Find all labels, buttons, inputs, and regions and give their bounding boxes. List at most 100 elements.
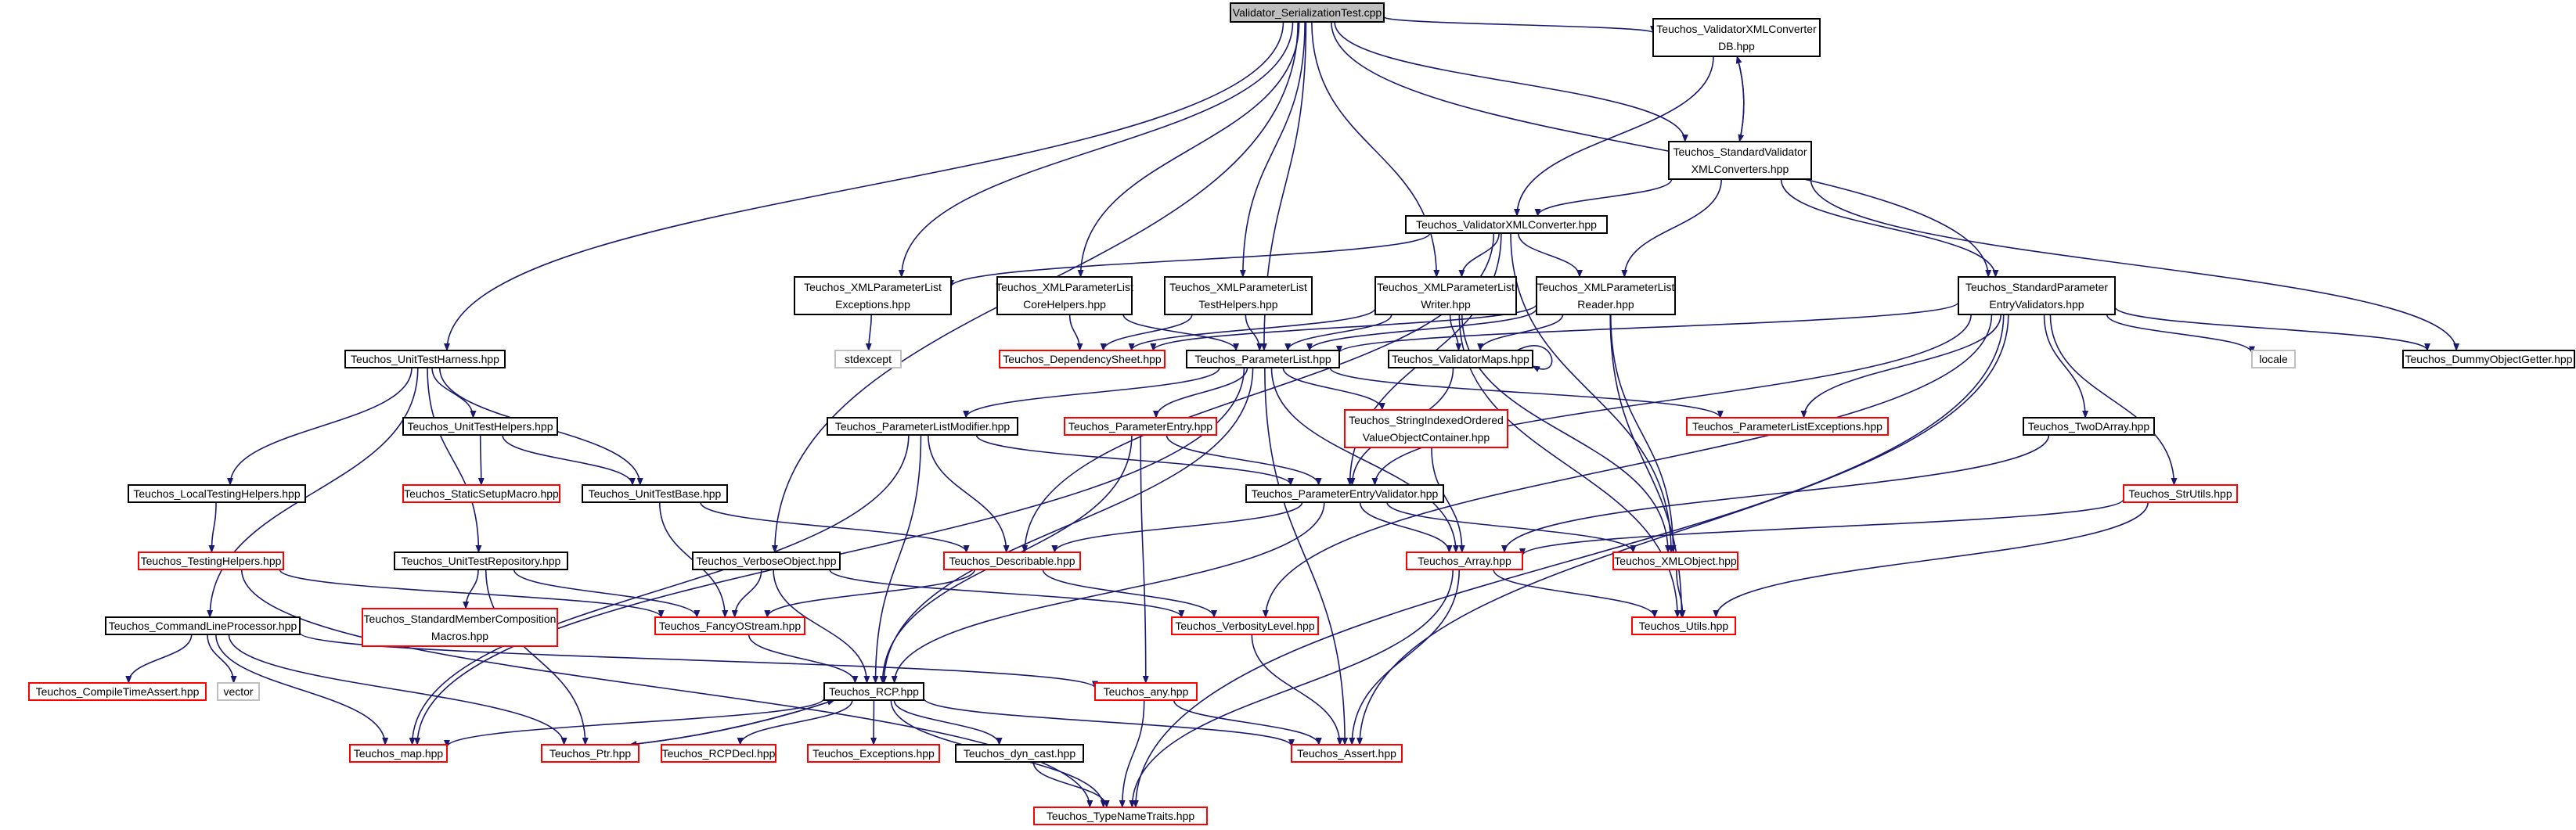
edge-unittestharness-to-cmdline [207,367,419,618]
node-dyncast[interactable]: Teuchos_dyn_cast.hpp [955,744,1084,763]
node-box [661,744,776,763]
node-label: Teuchos_UnitTestBase.hpp [589,487,722,500]
node-box [1686,417,1889,436]
node-label: Reader.hpp [1577,298,1634,311]
node-plmodifier[interactable]: Teuchos_ParameterListModifier.hpp [827,417,1018,436]
node-label: Teuchos_StandardMemberComposition [364,613,557,625]
node-box [402,417,558,436]
node-box [807,744,940,763]
node-plexc[interactable]: Teuchos_ParameterListExceptions.hpp [1686,417,1889,436]
node-map[interactable]: Teuchos_map.hpp [349,744,448,763]
edge-stdvxml-to-xmlplreader [1621,178,1723,278]
edge-fancyostream-to-rcp [748,634,859,684]
node-box [1245,484,1444,503]
node-any[interactable]: Teuchos_any.hpp [1094,682,1198,701]
node-assert[interactable]: Teuchos_Assert.hpp [1291,744,1403,763]
node-cmdline[interactable]: Teuchos_CommandLineProcessor.hpp [105,616,301,635]
node-label: Teuchos_ValidatorXMLConverter.hpp [1416,218,1597,231]
node-label: Teuchos_ParameterList.hpp [1194,353,1331,365]
node-pev[interactable]: Teuchos_ParameterEntryValidator.hpp [1245,484,1444,503]
node-localtesting[interactable]: Teuchos_LocalTestingHelpers.hpp [128,484,306,503]
node-unittesthelpers[interactable]: Teuchos_UnitTestHelpers.hpp [402,417,558,436]
edge-stdpev-to-plexc [1800,314,2002,419]
node-box [1033,807,1208,825]
node-typenametraits[interactable]: Teuchos_TypeNameTraits.hpp [1033,807,1208,825]
edge-array-to-typenametraits [1129,569,1454,808]
node-utils[interactable]: Teuchos_Utils.hpp [1631,616,1736,635]
node-stdvxml[interactable]: Teuchos_StandardValidatorXMLConverters.h… [1668,141,1812,180]
edge-root-to-stdpev [1331,21,1992,278]
node-verbositylevel[interactable]: Teuchos_VerbosityLevel.hpp [1171,616,1319,635]
node-box [344,350,506,368]
edge-pev-to-rcp [891,501,1325,684]
edge-unittestharness-to-unittestrepo [427,367,482,553]
node-label: Teuchos_StaticSetupMacro.hpp [404,487,559,500]
node-unittestbase[interactable]: Teuchos_UnitTestBase.hpp [582,484,728,503]
node-dummyobj[interactable]: Teuchos_DummyObjectGetter.hpp [2402,350,2575,368]
node-paramlist[interactable]: Teuchos_ParameterList.hpp [1186,350,1340,368]
node-xmlobject[interactable]: Teuchos_XMLObject.hpp [1612,552,1738,570]
edge-unittesthelpers-to-unittestbase [502,434,636,486]
edge-rcp-to-map [444,697,825,748]
node-valmaps[interactable]: Teuchos_ValidatorMaps.hpp [1388,350,1533,368]
node-box [128,484,306,503]
node-twodarray[interactable]: Teuchos_TwoDArray.hpp [2023,417,2155,436]
edge-stdpev-to-twodarray [2043,314,2089,419]
node-label: Teuchos_ParameterEntryValidator.hpp [1252,487,1439,500]
edge-xmlobject-to-utils [1676,569,1686,618]
edge-vxmlcdb-to-vxmlc [1514,56,1714,217]
node-verboseobj[interactable]: Teuchos_VerboseObject.hpp [692,552,841,570]
node-stridx[interactable]: Teuchos_StringIndexedOrderedValueObjectC… [1344,409,1508,448]
edge-verboseobj-to-rcp [773,569,870,684]
edge-paramlist-to-assert [1264,367,1349,746]
node-rcpdecl[interactable]: Teuchos_RCPDecl.hpp [661,744,776,763]
node-vector[interactable]: vector [217,682,260,701]
node-label: Teuchos_Utils.hpp [1639,620,1729,632]
node-array[interactable]: Teuchos_Array.hpp [1406,552,1523,570]
node-describable[interactable]: Teuchos_Describable.hpp [943,552,1081,570]
node-unittestharness[interactable]: Teuchos_UnitTestHarness.hpp [344,350,506,368]
node-label: Teuchos_StringIndexedOrdered [1349,414,1504,426]
node-label: Teuchos_UnitTestHarness.hpp [351,353,499,365]
edge-twodarray-to-array [1501,434,2050,553]
edge-root-to-unittestharness [444,21,1284,351]
node-label: EntryValidators.hpp [1989,298,2084,311]
node-label: Teuchos_XMLParameterList [1169,281,1307,293]
node-compiletime[interactable]: Teuchos_CompileTimeAssert.hpp [28,682,207,701]
node-box [2251,350,2296,368]
edge-paramlist-to-plmodifier [963,367,1220,419]
node-rcp[interactable]: Teuchos_RCP.hpp [823,682,924,701]
node-label: Teuchos_RCP.hpp [829,685,919,698]
node-stdmember[interactable]: Teuchos_StandardMemberCompositionMacros.… [362,608,558,647]
node-label: Teuchos_UnitTestHelpers.hpp [408,420,553,433]
node-label: Teuchos_TwoDArray.hpp [2028,420,2150,433]
node-unittestrepo[interactable]: Teuchos_UnitTestRepository.hpp [394,552,568,570]
node-exceptions[interactable]: Teuchos_Exceptions.hpp [807,744,940,763]
node-label: Teuchos_XMLParameterList [1377,281,1515,293]
edge-verboseobj-to-fancyostream [731,569,762,618]
node-staticsetup[interactable]: Teuchos_StaticSetupMacro.hpp [402,484,560,503]
node-box [28,682,207,701]
edge-unittestrepo-to-ptr [485,569,589,746]
edge-testinghelpers-to-typenametraits [240,569,1093,808]
node-testinghelpers[interactable]: Teuchos_TestingHelpers.hpp [138,552,284,570]
node-stdpev[interactable]: Teuchos_StandardParameterEntryValidators… [1958,276,2116,315]
node-paramentry[interactable]: Teuchos_ParameterEntry.hpp [1064,417,1217,436]
node-locale[interactable]: locale [2251,350,2296,368]
edge-pev-to-xmlobject [1386,501,1637,553]
node-stdexcept[interactable]: stdexcept [834,350,902,368]
node-ptr[interactable]: Teuchos_Ptr.hpp [541,744,639,763]
node-vxmlc[interactable]: Teuchos_ValidatorXMLConverter.hpp [1405,215,1608,234]
node-fancyostream[interactable]: Teuchos_FancyOStream.hpp [654,616,805,635]
node-box [999,350,1166,368]
node-depsheet[interactable]: Teuchos_DependencySheet.hpp [999,350,1166,368]
node-root[interactable]: Validator_SerializationTest.cpp [1230,2,1385,23]
node-strutils[interactable]: Teuchos_StrUtils.hpp [2123,484,2238,503]
